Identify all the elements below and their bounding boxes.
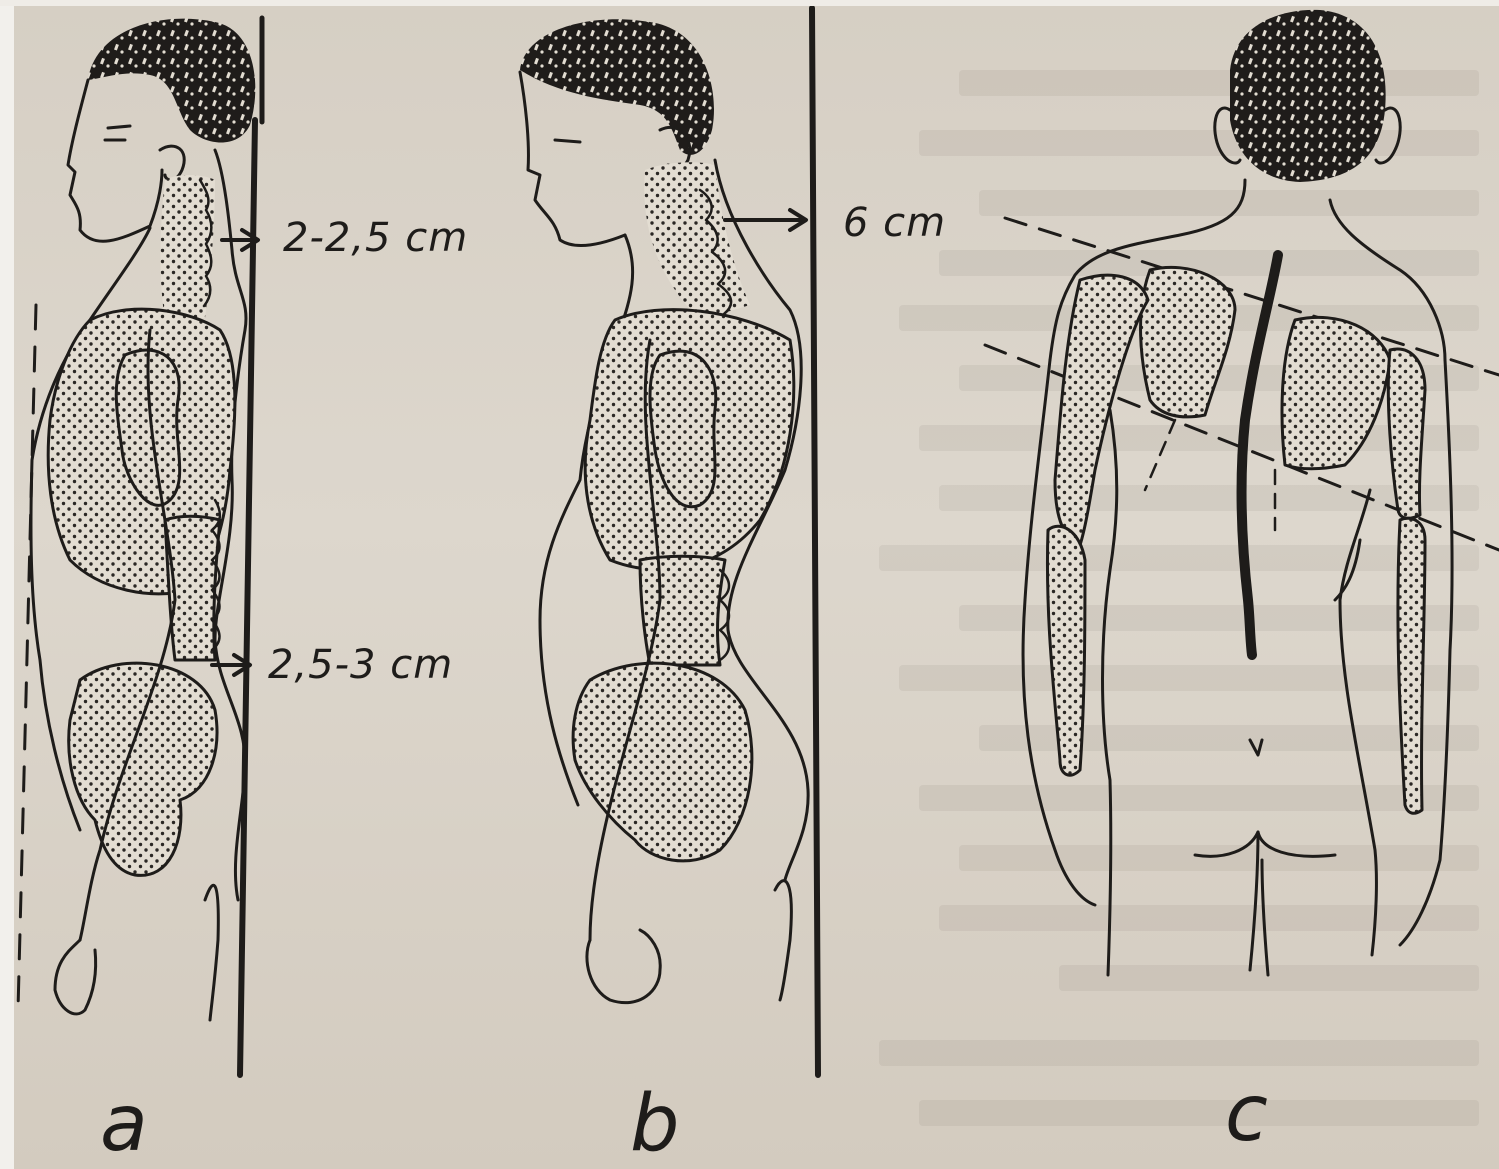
panel-b-plumb-line	[812, 8, 818, 1075]
panel-c-right-upper-arm	[1388, 349, 1425, 518]
panel-b-lumbar-spine	[640, 556, 725, 665]
panel-c-dashed-line-3	[1145, 420, 1175, 490]
panel-a-leg	[205, 885, 218, 1020]
panel-c-hair	[1230, 10, 1386, 182]
panel-c-left-upper-arm	[1055, 275, 1148, 545]
panel-c-right-forearm	[1398, 518, 1425, 813]
panel-c-left-torso	[1103, 410, 1117, 975]
panel-b-measurement: 6 cm	[843, 200, 946, 246]
panel-c-right-scapula	[1282, 317, 1390, 468]
panel-c-left-scapula	[1141, 267, 1235, 416]
panel-label-a: a	[100, 1085, 148, 1163]
panel-a-upper-measurement: 2-2,5 cm	[283, 215, 468, 261]
panel-b-cervical-spine	[644, 162, 750, 320]
panel-c-buttocks	[1195, 832, 1335, 856]
panel-a-lower-measurement: 2,5-3 cm	[268, 642, 453, 688]
panel-b-figure	[520, 8, 818, 1075]
panel-label-b: b	[630, 1085, 680, 1163]
panel-a-hair	[88, 19, 255, 143]
panel-label-c: c	[1225, 1075, 1268, 1153]
panel-c-figure	[985, 10, 1499, 975]
panel-b-pelvis	[573, 663, 752, 861]
panel-b-leg	[775, 881, 791, 1000]
panel-a-face	[68, 80, 162, 241]
panel-c-right-torso	[1340, 490, 1376, 955]
panel-a-figure	[18, 18, 262, 1075]
panel-c-left-forearm	[1047, 526, 1085, 775]
panel-a-pelvis	[69, 663, 217, 875]
panel-a-dashed-line	[18, 305, 36, 1010]
